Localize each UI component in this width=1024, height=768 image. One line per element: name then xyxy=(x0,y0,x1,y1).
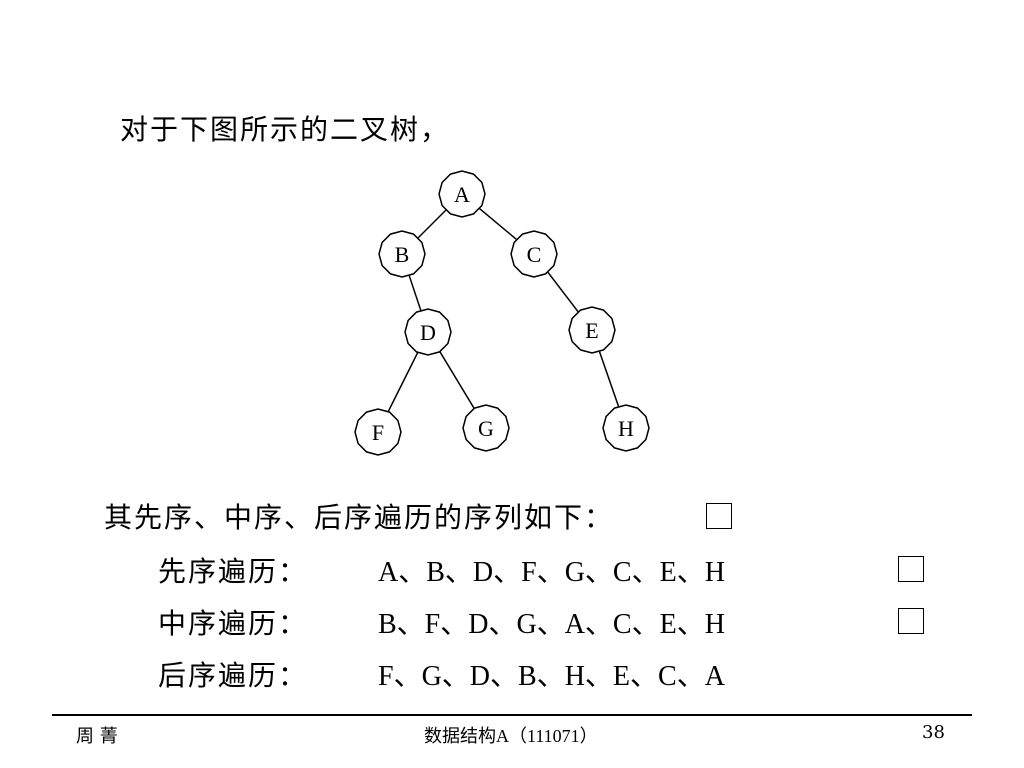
square-placeholder-icon xyxy=(898,556,924,582)
tree-edge-A-C xyxy=(479,208,517,240)
tree-node-label: F xyxy=(372,420,384,445)
footer-divider xyxy=(52,714,972,716)
tree-node-label: A xyxy=(454,182,470,207)
tree-edge-D-G xyxy=(439,351,475,409)
tree-node-label: G xyxy=(478,416,494,441)
postorder-value: F、G、D、B、H、E、C、A xyxy=(378,661,725,692)
tree-edge-D-F xyxy=(387,352,419,412)
tree-node-label: D xyxy=(420,320,436,345)
tree-node-outline xyxy=(568,306,616,354)
tree-node-label: E xyxy=(585,318,598,343)
inorder-value: B、F、D、G、A、C、E、H xyxy=(378,609,725,640)
tree-node-B: B xyxy=(378,230,426,278)
square-placeholder-icon xyxy=(706,503,732,529)
postorder-label: 后序遍历： xyxy=(158,659,309,692)
tree-node-label: B xyxy=(395,242,410,267)
tree-node-outline xyxy=(438,170,486,218)
sequence-intro-text: 其先序、中序、后序遍历的序列如下： xyxy=(104,501,615,534)
intro-text: 对于下图所示的二叉树， xyxy=(120,113,451,146)
preorder-value: A、B、D、F、G、C、E、H xyxy=(378,557,725,588)
tree-node-outline xyxy=(510,230,558,278)
tree-edge-B-D xyxy=(408,275,422,311)
tree-node-outline xyxy=(378,230,426,278)
preorder-label: 先序遍历： xyxy=(158,555,309,588)
footer-course-title: 数据结构A（111071） xyxy=(424,726,598,746)
tree-node-G: G xyxy=(462,404,510,452)
tree-node-C: C xyxy=(510,230,558,278)
tree-node-D: D xyxy=(404,308,452,356)
tree-edge-E-H xyxy=(598,351,620,407)
tree-edge-C-E xyxy=(547,271,579,313)
tree-edge-A-B xyxy=(417,209,447,239)
tree-node-F: F xyxy=(354,408,402,456)
square-placeholder-icon xyxy=(898,608,924,634)
tree-node-outline xyxy=(354,408,402,456)
tree-node-label: H xyxy=(618,416,634,441)
footer-page-number: 38 xyxy=(922,722,945,743)
inorder-label: 中序遍历： xyxy=(158,607,309,640)
tree-node-outline xyxy=(462,404,510,452)
binary-tree-diagram: A B C D E F G H xyxy=(354,170,650,456)
footer-author: 周 菁 xyxy=(76,726,118,747)
tree-node-A: A xyxy=(438,170,486,218)
tree-node-label: C xyxy=(527,242,542,267)
tree-node-H: H xyxy=(602,404,650,452)
tree-node-outline xyxy=(404,308,452,356)
tree-node-E: E xyxy=(568,306,616,354)
tree-node-outline xyxy=(602,404,650,452)
